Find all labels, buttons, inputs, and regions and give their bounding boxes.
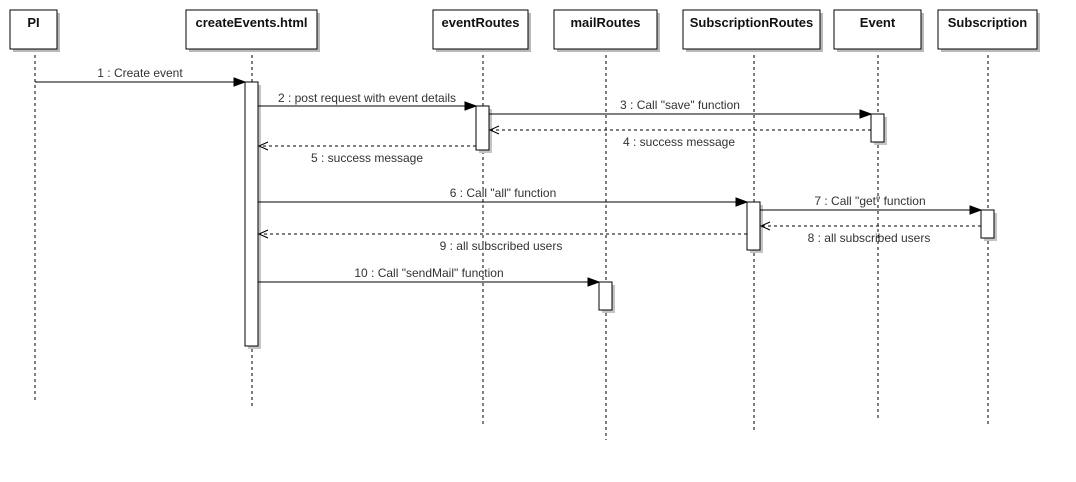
arrowhead-solid — [587, 277, 601, 287]
activation-create-events — [244, 81, 261, 349]
message-3: 3 : Call "save" function — [489, 98, 873, 119]
participant-subscription: Subscription — [937, 9, 1040, 52]
message-label-6: 6 : Call "all" function — [450, 186, 557, 200]
message-10: 10 : Call "sendMail" function — [258, 266, 601, 287]
message-7: 7 : Call "get" function — [760, 194, 983, 215]
message-label-3: 3 : Call "save" function — [620, 98, 740, 112]
message-6: 6 : Call "all" function — [258, 186, 749, 207]
participant-label-mail-routes: mailRoutes — [570, 15, 640, 30]
participant-create-events: createEvents.html — [185, 9, 320, 52]
arrowhead-solid — [859, 109, 873, 119]
message-8: 8 : all subscribed users — [759, 221, 981, 245]
participant-pi: PI — [9, 9, 60, 52]
message-5: 5 : success message — [257, 141, 476, 165]
message-9: 9 : all subscribed users — [257, 229, 747, 253]
participant-label-create-events: createEvents.html — [196, 15, 308, 30]
message-label-1: 1 : Create event — [97, 66, 183, 80]
arrowhead-solid — [233, 77, 247, 87]
arrowhead-open — [257, 229, 269, 239]
participant-label-subscription: Subscription — [948, 15, 1028, 30]
participant-label-event-routes: eventRoutes — [441, 15, 519, 30]
participant-label-pi: PI — [27, 15, 39, 30]
message-label-4: 4 : success message — [623, 135, 735, 149]
arrowhead-solid — [735, 197, 749, 207]
activation-mail-routes — [598, 281, 615, 313]
message-2: 2 : post request with event details — [258, 91, 478, 111]
activation-event — [870, 113, 887, 145]
message-4: 4 : success message — [488, 125, 871, 149]
message-label-5: 5 : success message — [311, 151, 423, 165]
activation-subscription — [980, 209, 997, 241]
participant-label-subscription-routes: SubscriptionRoutes — [690, 15, 814, 30]
message-label-2: 2 : post request with event details — [278, 91, 456, 105]
arrowhead-solid — [969, 205, 983, 215]
activation-event-routes — [475, 105, 492, 153]
message-label-10: 10 : Call "sendMail" function — [354, 266, 503, 280]
message-label-8: 8 : all subscribed users — [808, 231, 931, 245]
arrowhead-solid — [464, 101, 478, 111]
arrowhead-open — [257, 141, 269, 151]
message-1: 1 : Create event — [35, 66, 247, 87]
arrowhead-open — [759, 221, 771, 231]
message-label-9: 9 : all subscribed users — [440, 239, 563, 253]
message-label-7: 7 : Call "get" function — [814, 194, 925, 208]
participant-label-event: Event — [860, 15, 896, 30]
participant-mail-routes: mailRoutes — [553, 9, 660, 52]
participant-event: Event — [833, 9, 924, 52]
participant-event-routes: eventRoutes — [432, 9, 531, 52]
participant-subscription-routes: SubscriptionRoutes — [682, 9, 823, 52]
arrowhead-open — [488, 125, 500, 135]
